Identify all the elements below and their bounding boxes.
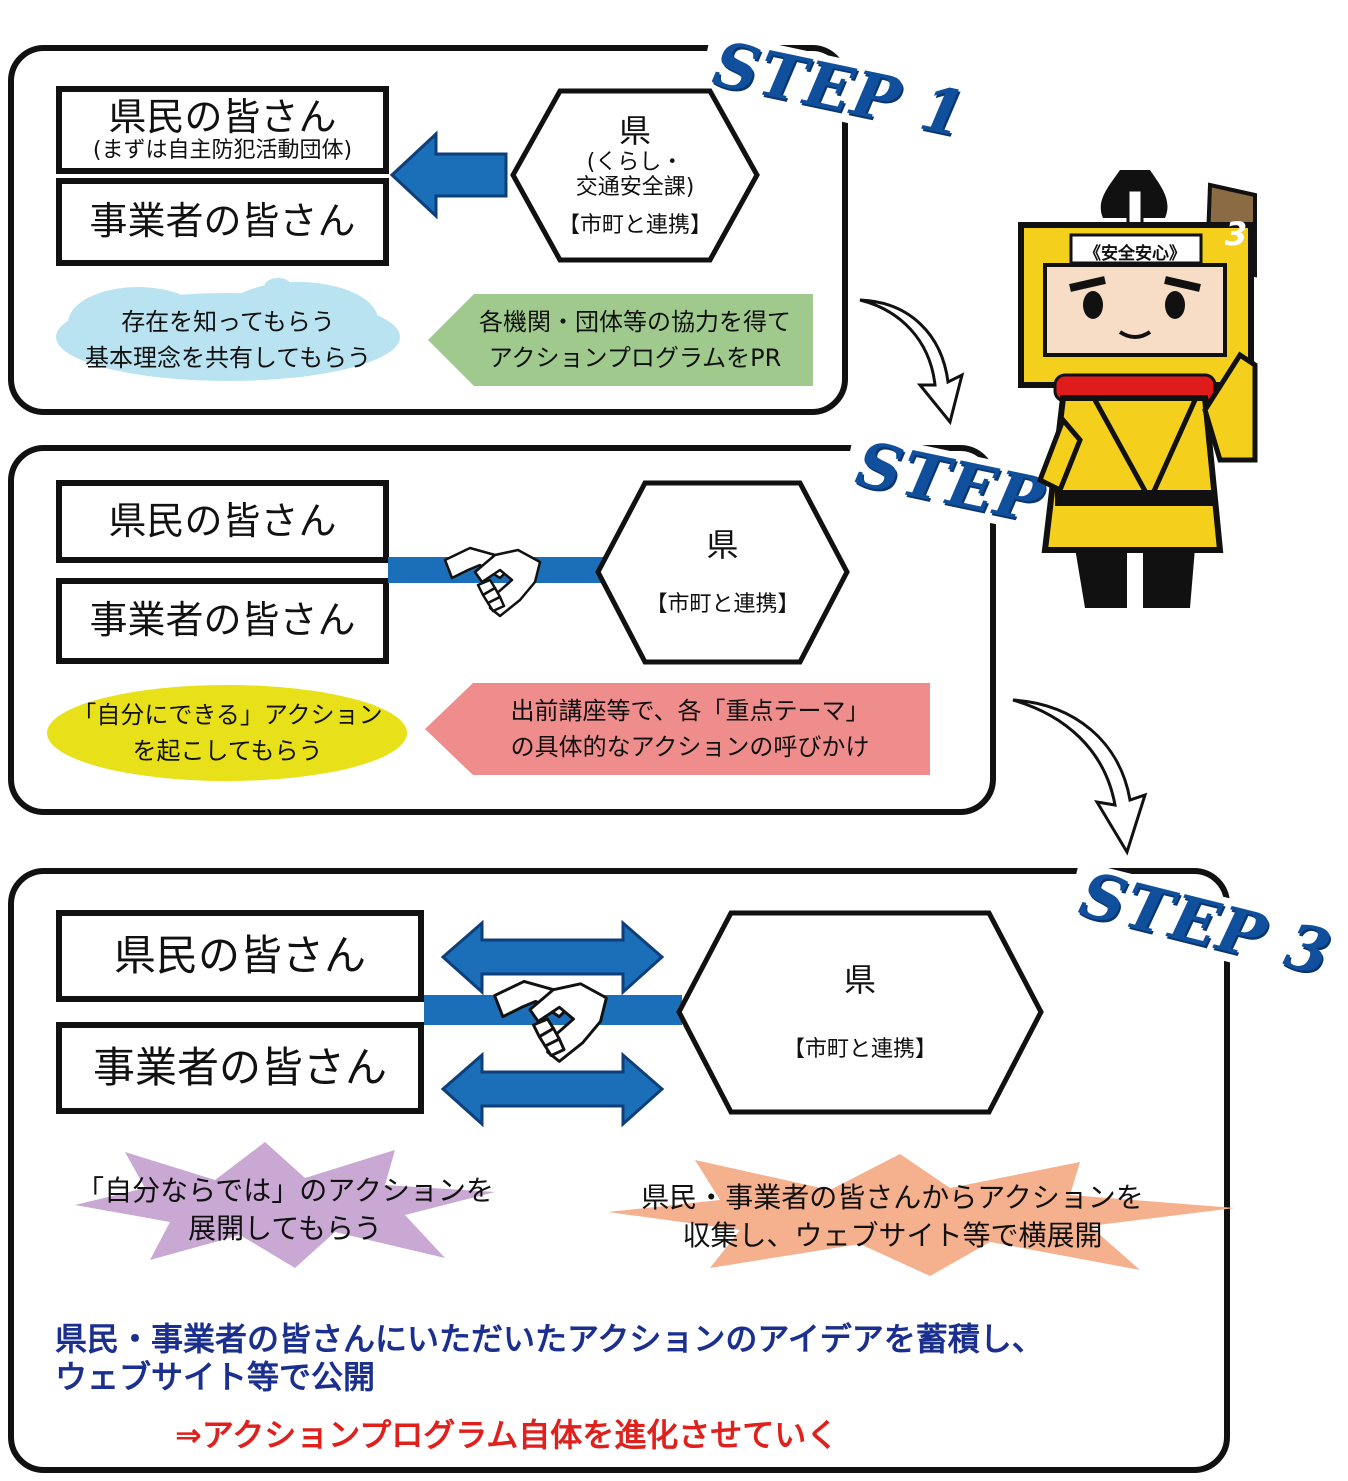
step1-prefecture-hexagon: 県 (くらし・ 交通安全課) 【市町と連携】 (510, 88, 760, 263)
step1-cloud-line2: 基本理念を共有してもらう (84, 344, 372, 372)
step1-cloud-text: 存在を知ってもらう 基本理念を共有してもらう (48, 300, 408, 380)
step3-burst-orange-text: 県民・事業者の皆さんからアクションを 収集し、ウェブサイト等で横展開 (590, 1172, 1195, 1262)
step2-handshake-icon (443, 546, 542, 618)
step1-cooperation-label: 【市町と連携】 (557, 212, 712, 238)
step2-banner-line2: の具体的なアクションの呼びかけ (510, 733, 870, 761)
step3-prefecture-label: 県 (843, 961, 876, 1000)
step1-banner-line1: 各機関・団体等の協力を得て (479, 308, 791, 336)
step1-businesses-box: 事業者の皆さん (56, 178, 389, 266)
step3-summary-line1: 県民・事業者の皆さんにいただいたアクションのアイデアを蓄積し、 (55, 1320, 1044, 1358)
step3-burst-purple-line1: 「自分ならでは」のアクションを (76, 1174, 494, 1208)
step3-cooperation-label: 【市町と連携】 (782, 1037, 937, 1063)
step3-businesses-box: 事業者の皆さん (56, 1022, 424, 1114)
step2-businesses-box: 事業者の皆さん (56, 578, 389, 664)
step3-burst-purple-text: 「自分ならでは」のアクションを 展開してもらう (40, 1165, 530, 1255)
step1-prefecture-label: 県 (618, 112, 651, 151)
step1-department-line2: 交通安全課) (575, 175, 695, 201)
step2-ellipse-shape (47, 685, 407, 781)
step3-prefecture-hexagon: 県 【市町と連携】 (676, 910, 1044, 1115)
step1-businesses-label: 事業者の皆さん (89, 199, 356, 244)
step2-businesses-label: 事業者の皆さん (89, 598, 356, 643)
step3-top-double-arrow (440, 919, 665, 996)
step3-burst-orange-line2: 収集し、ウェブサイト等で横展開 (682, 1219, 1103, 1252)
step3-businesses-label: 事業者の皆さん (92, 1042, 387, 1092)
step1-banner-line2: アクションプログラムをPR (488, 344, 782, 372)
step2-banner-shape (425, 683, 930, 775)
step1-department-line1: (くらし・ (586, 149, 684, 175)
step3-summary: 県民・事業者の皆さんにいただいたアクションのアイデアを蓄積し、 ウェブサイト等で… (55, 1320, 1175, 1397)
step1-banner-shape (428, 294, 813, 386)
step2-ellipse-line2: を起こしてもらう (132, 737, 323, 765)
step2-ellipse-line1: 「自分にできる」アクション (72, 701, 383, 729)
step1-to-step2-arrow (859, 298, 965, 426)
step2-ellipse-text: 「自分にできる」アクション を起こしてもらう (45, 688, 410, 778)
step2-prefecture-hexagon: 県 【市町と連携】 (595, 480, 850, 665)
mascot-sign-text: 3 (1225, 215, 1248, 253)
step2-residents-label: 県民の皆さん (108, 498, 337, 543)
mascot-character (1018, 170, 1258, 608)
step3-residents-box: 県民の皆さん (56, 910, 424, 1002)
step1-residents-box: 県民の皆さん (まずは自主防犯活動団体) (56, 86, 389, 174)
step1-cloud-line1: 存在を知ってもらう (121, 308, 335, 336)
step1-residents-label: 県民の皆さん (108, 95, 337, 139)
step3-burst-orange (608, 1154, 1235, 1276)
step2-prefecture-label: 県 (706, 526, 739, 565)
step1-banner-text: 各機関・団体等の協力を得て アクションプログラムをPR (460, 297, 810, 383)
step3-bottom-double-arrow (440, 1051, 665, 1128)
step1-residents-note: (まずは自主防犯活動団体) (92, 137, 353, 163)
step3-burst-purple-line2: 展開してもらう (188, 1212, 382, 1245)
step3-burst-purple (75, 1142, 495, 1268)
step3-handshake-icon (493, 979, 608, 1063)
step2-banner-line1: 出前講座等で、各「重点テーマ」 (510, 697, 870, 725)
step2-residents-box: 県民の皆さん (56, 480, 389, 563)
step1-left-arrow (389, 130, 508, 220)
mascot-headband-text: 《安全安心》 (1084, 244, 1186, 264)
step2-cooperation-label: 【市町と連携】 (645, 592, 800, 618)
step3-summary-line2: ウェブサイト等で公開 (55, 1358, 376, 1397)
step2-banner-text: 出前講座等で、各「重点テーマ」 の具体的なアクションの呼びかけ (455, 686, 925, 772)
step3-residents-label: 県民の皆さん (113, 930, 366, 980)
step3-conclusion: ⇒アクションプログラム自体を進化させていく (175, 1416, 839, 1454)
step1-cloud-shape (56, 278, 400, 381)
step3-burst-orange-line1: 県民・事業者の皆さんからアクションを (641, 1181, 1144, 1215)
step2-to-step3-arrow (1012, 698, 1148, 856)
